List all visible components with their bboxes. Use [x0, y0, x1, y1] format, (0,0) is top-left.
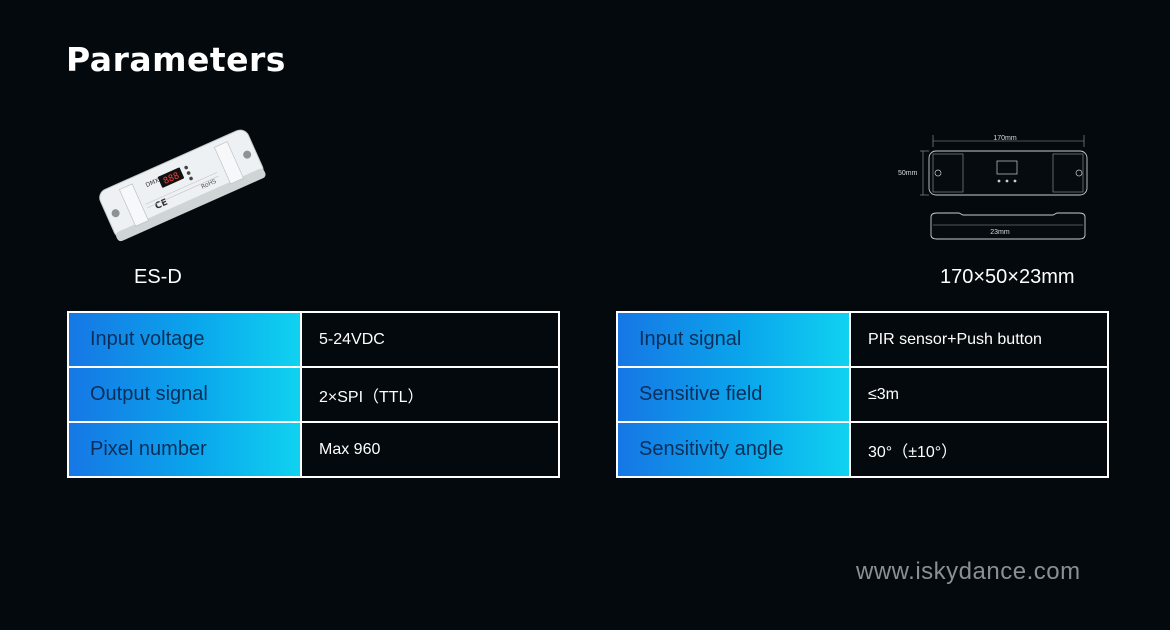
table-row: Sensitive field ≤3m [616, 366, 1109, 423]
spec-key: Sensitivity angle [616, 421, 851, 478]
hole-left [934, 169, 942, 177]
display-outline [996, 160, 1018, 175]
spec-value: Max 960 [300, 421, 560, 478]
button-3 [189, 176, 193, 181]
product-image: 888 DMX CE RoHS [99, 129, 266, 242]
width-dimension: 50mm [898, 170, 918, 177]
spec-value: 2×SPI（TTL） [300, 366, 560, 423]
spec-value: 30°（±10°） [849, 421, 1109, 478]
table-row: Sensitivity angle 30°（±10°） [616, 421, 1109, 478]
seven-segment-display [157, 167, 185, 188]
table-row: Input voltage 5-24VDC [67, 311, 560, 368]
button-1 [184, 165, 188, 170]
table-row: Output signal 2×SPI（TTL） [67, 366, 560, 423]
spec-key: Pixel number [67, 421, 302, 478]
page-title: Parameters [66, 40, 286, 79]
hole-right [1075, 169, 1083, 177]
website-url: www.iskydance.com [856, 558, 1081, 585]
dimensions-label: 170×50×23mm [940, 266, 1075, 288]
height-dimension: 23mm [990, 229, 1010, 236]
product-model: ES-D [134, 266, 182, 288]
spec-value: PIR sensor+Push button [849, 311, 1109, 368]
button-2 [186, 171, 191, 175]
spec-value: 5-24VDC [300, 311, 560, 368]
spec-key: Output signal [67, 366, 302, 423]
table-row: Input signal PIR sensor+Push button [616, 311, 1109, 368]
spec-table-right: Input signal PIR sensor+Push button Sens… [616, 311, 1109, 478]
dimension-drawing: 170mm 50mm 23mm [898, 135, 1088, 240]
spec-key: Input voltage [67, 311, 302, 368]
table-row: Pixel number Max 960 [67, 421, 560, 478]
mount-hole-left [111, 209, 120, 218]
spec-table-left: Input voltage 5-24VDC Output signal 2×SP… [67, 311, 560, 478]
spec-key: Sensitive field [616, 366, 851, 423]
mount-hole-right [243, 150, 252, 159]
ce-mark: CE [154, 198, 170, 212]
length-dimension: 170mm [993, 135, 1017, 142]
spec-value: ≤3m [849, 366, 1109, 423]
spec-key: Input signal [616, 311, 851, 368]
